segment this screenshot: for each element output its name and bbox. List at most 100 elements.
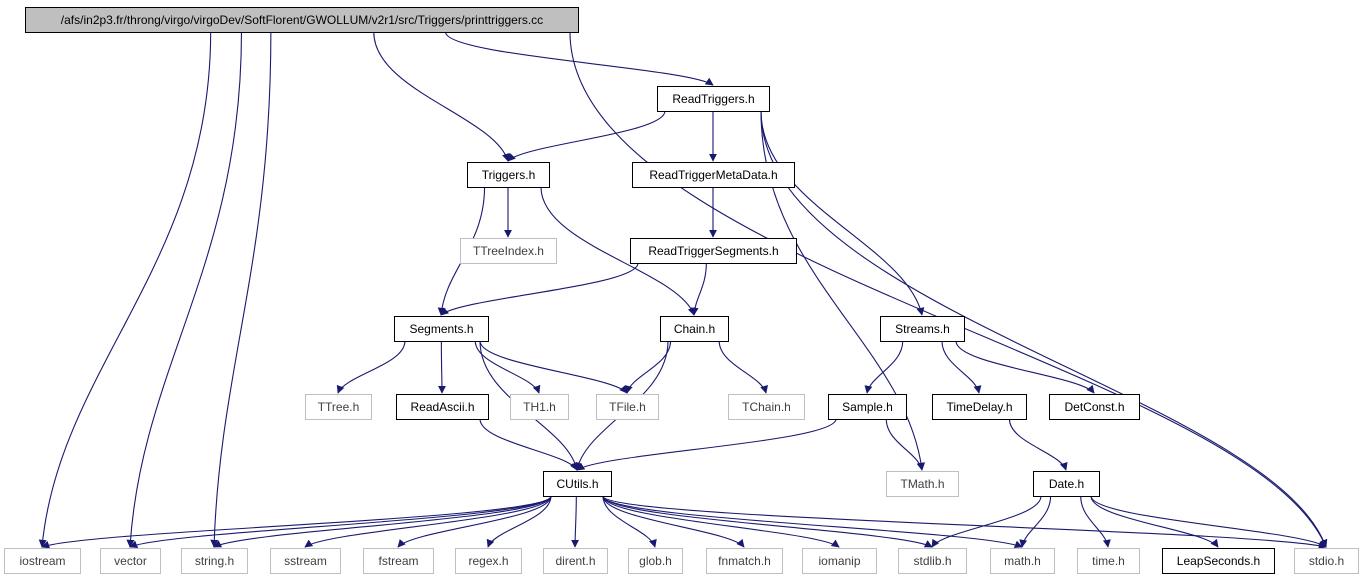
edge-sample-to-cutils	[576, 418, 837, 471]
edge-root-to-vector	[126, 31, 243, 548]
node-ttree: TTree.h	[305, 394, 372, 420]
node-regex: regex.h	[455, 548, 522, 574]
node-readtriggers-label: ReadTriggers.h	[672, 92, 754, 106]
node-glob: glob.h	[628, 548, 683, 574]
edge-readtriggersegments-to-chain	[690, 262, 707, 316]
node-th1-label: TH1.h	[523, 400, 556, 414]
node-cutils[interactable]: CUtils.h	[543, 471, 612, 497]
node-readtriggermetadata[interactable]: ReadTriggerMetaData.h	[632, 162, 795, 188]
node-chain[interactable]: Chain.h	[660, 316, 729, 342]
node-readtriggermetadata-label: ReadTriggerMetaData.h	[649, 168, 777, 182]
node-detconst[interactable]: DetConst.h	[1049, 394, 1140, 420]
node-glob-box	[628, 548, 683, 574]
node-timedelay-box	[932, 394, 1027, 420]
node-ttree-label: TTree.h	[318, 400, 360, 414]
node-readtriggers-box	[657, 86, 770, 112]
node-date[interactable]: Date.h	[1033, 471, 1100, 497]
node-regex-label: regex.h	[468, 554, 508, 568]
node-streams[interactable]: Streams.h	[880, 316, 965, 342]
node-triggers-label: Triggers.h	[482, 168, 536, 182]
node-vector-label: vector	[114, 554, 147, 568]
node-sstream-label: sstream	[284, 554, 327, 568]
edge-cutils-to-stringh	[213, 495, 552, 548]
edge-timedelay-to-date	[1008, 418, 1068, 471]
node-segments-box	[394, 316, 489, 342]
node-stdlib: stdlib.h	[898, 548, 967, 574]
edge-triggers-to-chain	[540, 186, 696, 316]
node-regex-box	[455, 548, 522, 574]
edge-streams-to-sample	[864, 340, 904, 394]
edge-cutils-to-vector	[129, 495, 552, 549]
node-readtriggersegments-label: ReadTriggerSegments.h	[648, 244, 778, 258]
node-stdio-label: stdio.h	[1309, 554, 1344, 568]
node-readascii[interactable]: ReadAscii.h	[396, 394, 489, 420]
edge-segments-to-th1	[474, 340, 541, 394]
node-leapseconds[interactable]: LeapSeconds.h	[1162, 548, 1275, 574]
node-fnmatch: fnmatch.h	[706, 548, 783, 574]
node-cutils-label: CUtils.h	[556, 477, 598, 491]
node-timedelay-label: TimeDelay.h	[946, 400, 1012, 414]
node-stdlib-label: stdlib.h	[913, 554, 951, 568]
edge-root-to-readtriggers	[444, 31, 714, 86]
node-leapseconds-label: LeapSeconds.h	[1177, 554, 1260, 568]
edge-date-to-leapseconds	[1090, 495, 1219, 548]
node-segments[interactable]: Segments.h	[394, 316, 489, 342]
node-readtriggersegments[interactable]: ReadTriggerSegments.h	[630, 238, 797, 264]
edge-segments-to-tfile	[479, 340, 628, 394]
edge-date-to-timeh	[1080, 495, 1111, 548]
edge-readtriggers-to-triggers	[507, 110, 666, 162]
edge-cutils-to-dirent	[571, 495, 580, 548]
edge-readtriggers-to-streams	[760, 110, 925, 316]
node-sample-box	[828, 394, 907, 420]
edge-readtriggersegments-to-segments	[440, 262, 639, 316]
node-readtriggers[interactable]: ReadTriggers.h	[657, 86, 770, 112]
node-stringh-box	[181, 548, 248, 574]
node-stdlib-box	[898, 548, 967, 574]
node-stdio-box	[1294, 548, 1359, 574]
node-tmath-box	[886, 471, 959, 497]
node-iostream: iostream	[4, 548, 81, 574]
node-stringh: string.h	[181, 548, 248, 574]
edge-cutils-to-glob	[602, 495, 657, 548]
node-mathh: math.h	[990, 548, 1055, 574]
node-fstream: fstream	[363, 548, 434, 574]
node-tmath-label: TMath.h	[900, 477, 944, 491]
edge-date-to-mathh	[1019, 495, 1052, 548]
node-dirent: dirent.h	[543, 548, 608, 574]
node-root-box	[25, 7, 579, 33]
node-fstream-label: fstream	[378, 554, 418, 568]
node-fnmatch-box	[706, 548, 783, 574]
node-triggers[interactable]: Triggers.h	[467, 162, 550, 188]
edge-root-to-triggers	[373, 31, 510, 162]
node-sstream: sstream	[270, 548, 341, 574]
node-sample[interactable]: Sample.h	[828, 394, 907, 420]
edge-cutils-to-stdlib	[602, 495, 933, 548]
node-vector-box	[100, 548, 161, 574]
node-fnmatch-label: fnmatch.h	[718, 554, 771, 568]
node-timeh: time.h	[1077, 548, 1140, 574]
node-ttree-box	[305, 394, 372, 420]
node-chain-label: Chain.h	[674, 322, 715, 336]
node-timedelay[interactable]: TimeDelay.h	[932, 394, 1027, 420]
node-iomanip-box	[802, 548, 877, 574]
node-timeh-label: time.h	[1092, 554, 1125, 568]
node-fstream-box	[363, 548, 434, 574]
node-tchain: TChain.h	[728, 394, 805, 420]
node-leapseconds-box	[1162, 548, 1275, 574]
edge-cutils-to-iostream	[41, 495, 552, 549]
node-readtriggermetadata-box	[632, 162, 795, 188]
node-date-label: Date.h	[1049, 477, 1084, 491]
edge-readtriggers-to-stdio	[760, 110, 1328, 548]
node-timeh-box	[1077, 548, 1140, 574]
node-tfile-label: TFile.h	[609, 400, 646, 414]
node-readtriggersegments-box	[630, 238, 797, 264]
node-glob-label: glob.h	[639, 554, 672, 568]
node-sample-label: Sample.h	[842, 400, 893, 414]
node-vector: vector	[100, 548, 161, 574]
node-tfile-box	[596, 394, 659, 420]
node-iostream-box	[4, 548, 81, 574]
edge-streams-to-detconst	[955, 340, 1095, 394]
node-root[interactable]: /afs/in2p3.fr/throng/virgo/virgoDev/Soft…	[25, 7, 579, 33]
node-date-box	[1033, 471, 1100, 497]
edge-cutils-to-iomanip	[602, 495, 840, 548]
